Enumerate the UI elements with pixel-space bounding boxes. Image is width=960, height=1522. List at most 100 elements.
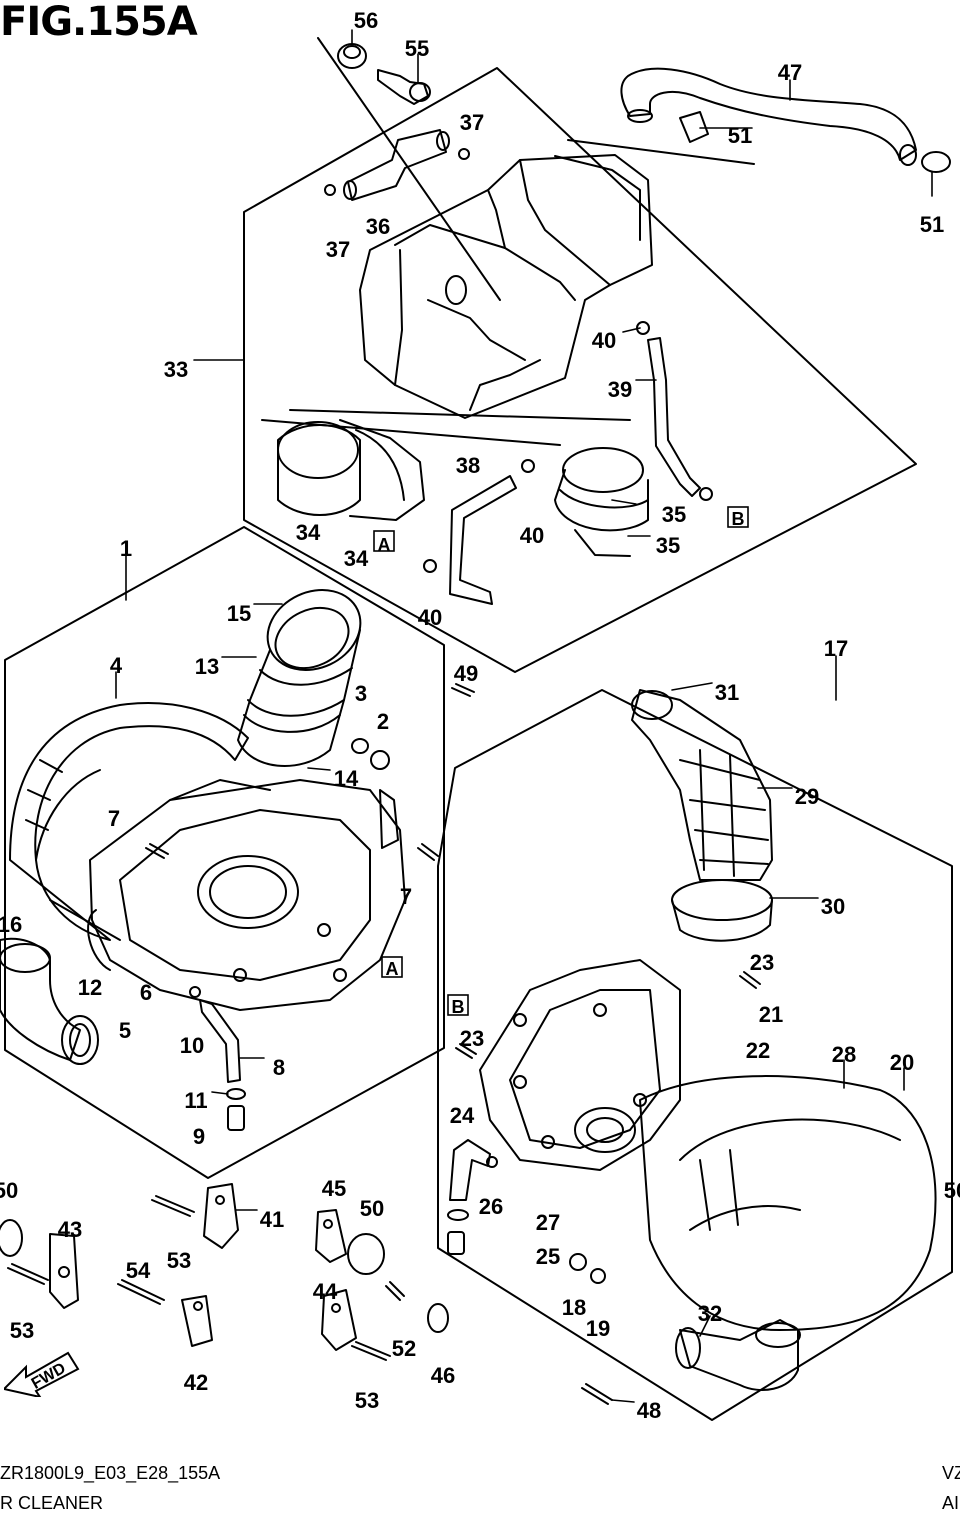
callout-24: 24 (450, 1103, 475, 1128)
callout-16: 16 (0, 912, 22, 937)
reference-letter-b: B (452, 997, 465, 1017)
callout-36: 36 (366, 214, 390, 239)
callout-55: 55 (405, 36, 429, 61)
callout-46: 46 (431, 1363, 455, 1388)
bracket-45 (315, 1209, 385, 1275)
callout-4: 4 (110, 653, 123, 678)
callout-41: 41 (260, 1207, 284, 1232)
callout-1: 1 (120, 536, 132, 561)
airbox-cover-33 (359, 154, 653, 419)
cover-4 (9, 702, 249, 941)
callout-28: 28 (832, 1042, 856, 1067)
group-outline-right (437, 689, 953, 1421)
callout-37: 37 (460, 110, 484, 135)
callout-33: 33 (164, 357, 188, 382)
figure-title: FIG.155A (0, 0, 198, 45)
callout-20: 20 (890, 1050, 914, 1075)
back-plate-20 (479, 959, 681, 1171)
callout-38: 38 (456, 453, 480, 478)
reference-letter-a: A (378, 535, 391, 555)
callout-50: 50 (360, 1196, 384, 1221)
callout-52: 52 (392, 1336, 416, 1361)
callout-39: 39 (608, 377, 632, 402)
callout-34: 34 (296, 520, 321, 545)
callout-56: 56 (354, 8, 378, 33)
callout-19: 19 (586, 1316, 610, 1341)
callout-40: 40 (418, 605, 442, 630)
callout-10: 10 (180, 1033, 204, 1058)
hose-38 (449, 475, 517, 605)
callout-53: 53 (10, 1318, 34, 1343)
callout-8: 8 (273, 1055, 285, 1080)
intake-duct-29 (631, 689, 773, 942)
callout-12: 12 (78, 975, 102, 1000)
callout-14: 14 (334, 766, 359, 791)
callout-23: 23 (460, 1026, 484, 1051)
callout-48: 48 (637, 1398, 661, 1423)
callout-15: 15 (227, 601, 251, 626)
grommet-46 (427, 1303, 449, 1333)
callout-50: 50 (0, 1178, 18, 1203)
funnel-15 (237, 589, 362, 767)
drawing-code: ZR1800L9_E03_E28_155A (0, 1463, 221, 1483)
callout-40: 40 (592, 328, 616, 353)
bracket-44 (321, 1289, 357, 1351)
air-cleaner-case-1 (87, 779, 406, 1011)
bolts (7, 683, 761, 1405)
callout-2: 2 (377, 709, 389, 734)
callout-30: 30 (821, 894, 845, 919)
callout-50: 50 (944, 1178, 960, 1203)
callout-26: 26 (479, 1194, 503, 1219)
fwd-arrow-icon: FWD (4, 1351, 80, 1397)
group-outline-upper (243, 67, 917, 673)
callout-51: 51 (920, 212, 944, 237)
breather-hose-36 (324, 129, 470, 201)
callout-43: 43 (58, 1217, 82, 1242)
callout-45: 45 (322, 1176, 346, 1201)
inlet-duct-34-left (277, 419, 425, 521)
drawing-name-next: AI (942, 1493, 960, 1513)
air-cleaner-cover-20 (639, 1075, 937, 1331)
callout-7: 7 (400, 884, 412, 909)
callout-27: 27 (536, 1210, 560, 1235)
callout-53: 53 (167, 1248, 191, 1273)
callout-25: 25 (536, 1244, 560, 1269)
callout-40: 40 (520, 523, 544, 548)
bracket-43 (0, 1219, 79, 1309)
callout-34: 34 (344, 546, 369, 571)
hose-39 (423, 321, 713, 573)
callout-35: 35 (662, 502, 686, 527)
collar-19 (590, 1268, 606, 1284)
drawing-code-next: VZ (942, 1463, 960, 1483)
drain-tube-8 (189, 986, 246, 1131)
callout-53: 53 (355, 1388, 379, 1413)
callout-35: 35 (656, 533, 680, 558)
callout-31: 31 (715, 680, 739, 705)
callout-47: 47 (778, 60, 802, 85)
callout-23: 23 (750, 950, 774, 975)
callout-32: 32 (698, 1301, 722, 1326)
elbow-32 (675, 1319, 801, 1391)
callout-13: 13 (195, 654, 219, 679)
hose-24 (447, 1139, 498, 1255)
bracket-41 (203, 1183, 239, 1249)
grommet-18 (569, 1253, 587, 1271)
elbow-16 (0, 937, 99, 1065)
callout-18: 18 (562, 1295, 586, 1320)
callout-3: 3 (355, 681, 367, 706)
callout-7: 7 (108, 806, 120, 831)
bracket-42 (181, 1295, 213, 1347)
callout-37: 37 (326, 237, 350, 262)
inlet-duct-34-right (554, 447, 649, 557)
callout-29: 29 (795, 784, 819, 809)
callout-17: 17 (824, 636, 848, 661)
callout-42: 42 (184, 1370, 208, 1395)
callout-5: 5 (119, 1018, 131, 1043)
reference-letter-b: B (732, 509, 745, 529)
callout-51: 51 (728, 123, 752, 148)
callout-21: 21 (759, 1002, 783, 1027)
reference-letter-a: A (386, 959, 399, 979)
drawing-name: R CLEANER (0, 1493, 104, 1513)
callout-6: 6 (140, 980, 152, 1005)
